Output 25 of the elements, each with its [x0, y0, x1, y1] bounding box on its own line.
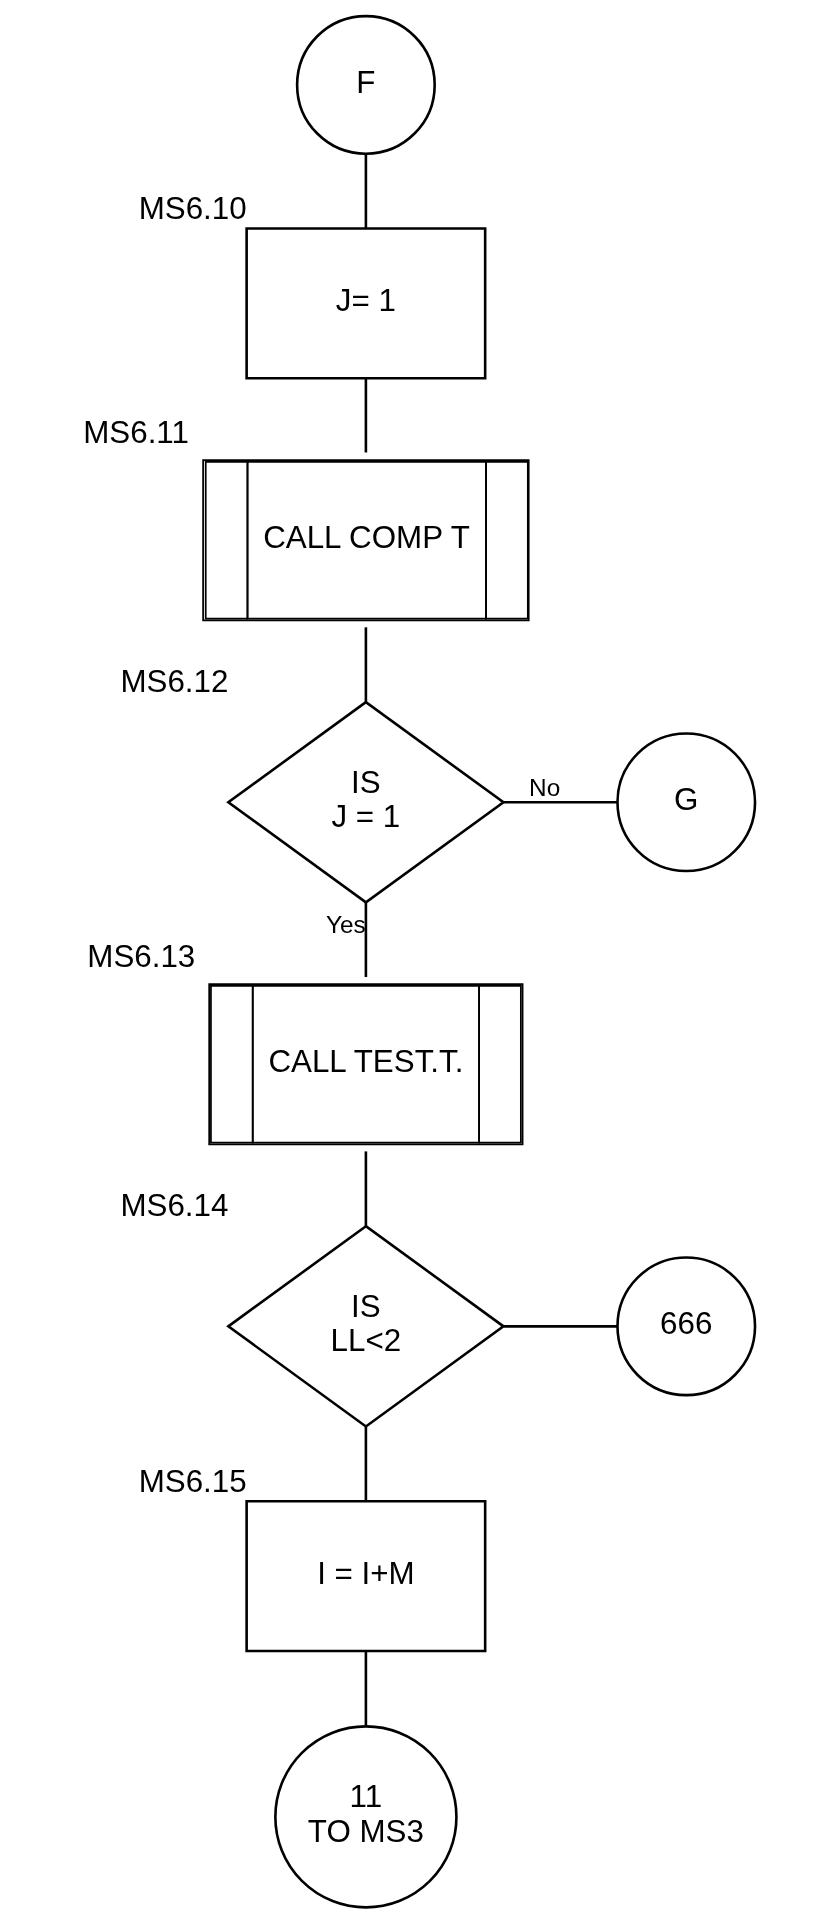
node-diamond: IS LL<2: [225, 1224, 506, 1429]
node-label: MS6.13: [86, 939, 195, 975]
node-label: MS6.12: [119, 664, 228, 700]
node-box: J= 1: [244, 227, 486, 380]
connector: [364, 627, 367, 702]
connector: [364, 378, 367, 453]
node-circle: G: [615, 732, 756, 873]
node-circle: 11 TO MS3: [273, 1725, 458, 1909]
node-circle: 666: [615, 1256, 756, 1397]
connector: [503, 1325, 617, 1328]
edge-label: No: [528, 773, 560, 801]
connector: [364, 154, 367, 229]
connector: [503, 800, 617, 804]
node-box: I = I+M: [244, 1500, 486, 1653]
connector: [364, 1651, 367, 1726]
node-circle: F: [295, 14, 436, 155]
node-label: MS6.11: [82, 415, 189, 451]
node-label: MS6.14: [119, 1188, 228, 1224]
node-label: MS6.15: [138, 1463, 247, 1499]
node-diamond: IS J = 1: [225, 700, 506, 904]
node-label: MS6.10: [138, 190, 247, 226]
connector: [364, 1151, 367, 1226]
edge-label: Yes: [325, 911, 366, 939]
connector: [364, 902, 367, 977]
connector: [364, 1426, 367, 1501]
